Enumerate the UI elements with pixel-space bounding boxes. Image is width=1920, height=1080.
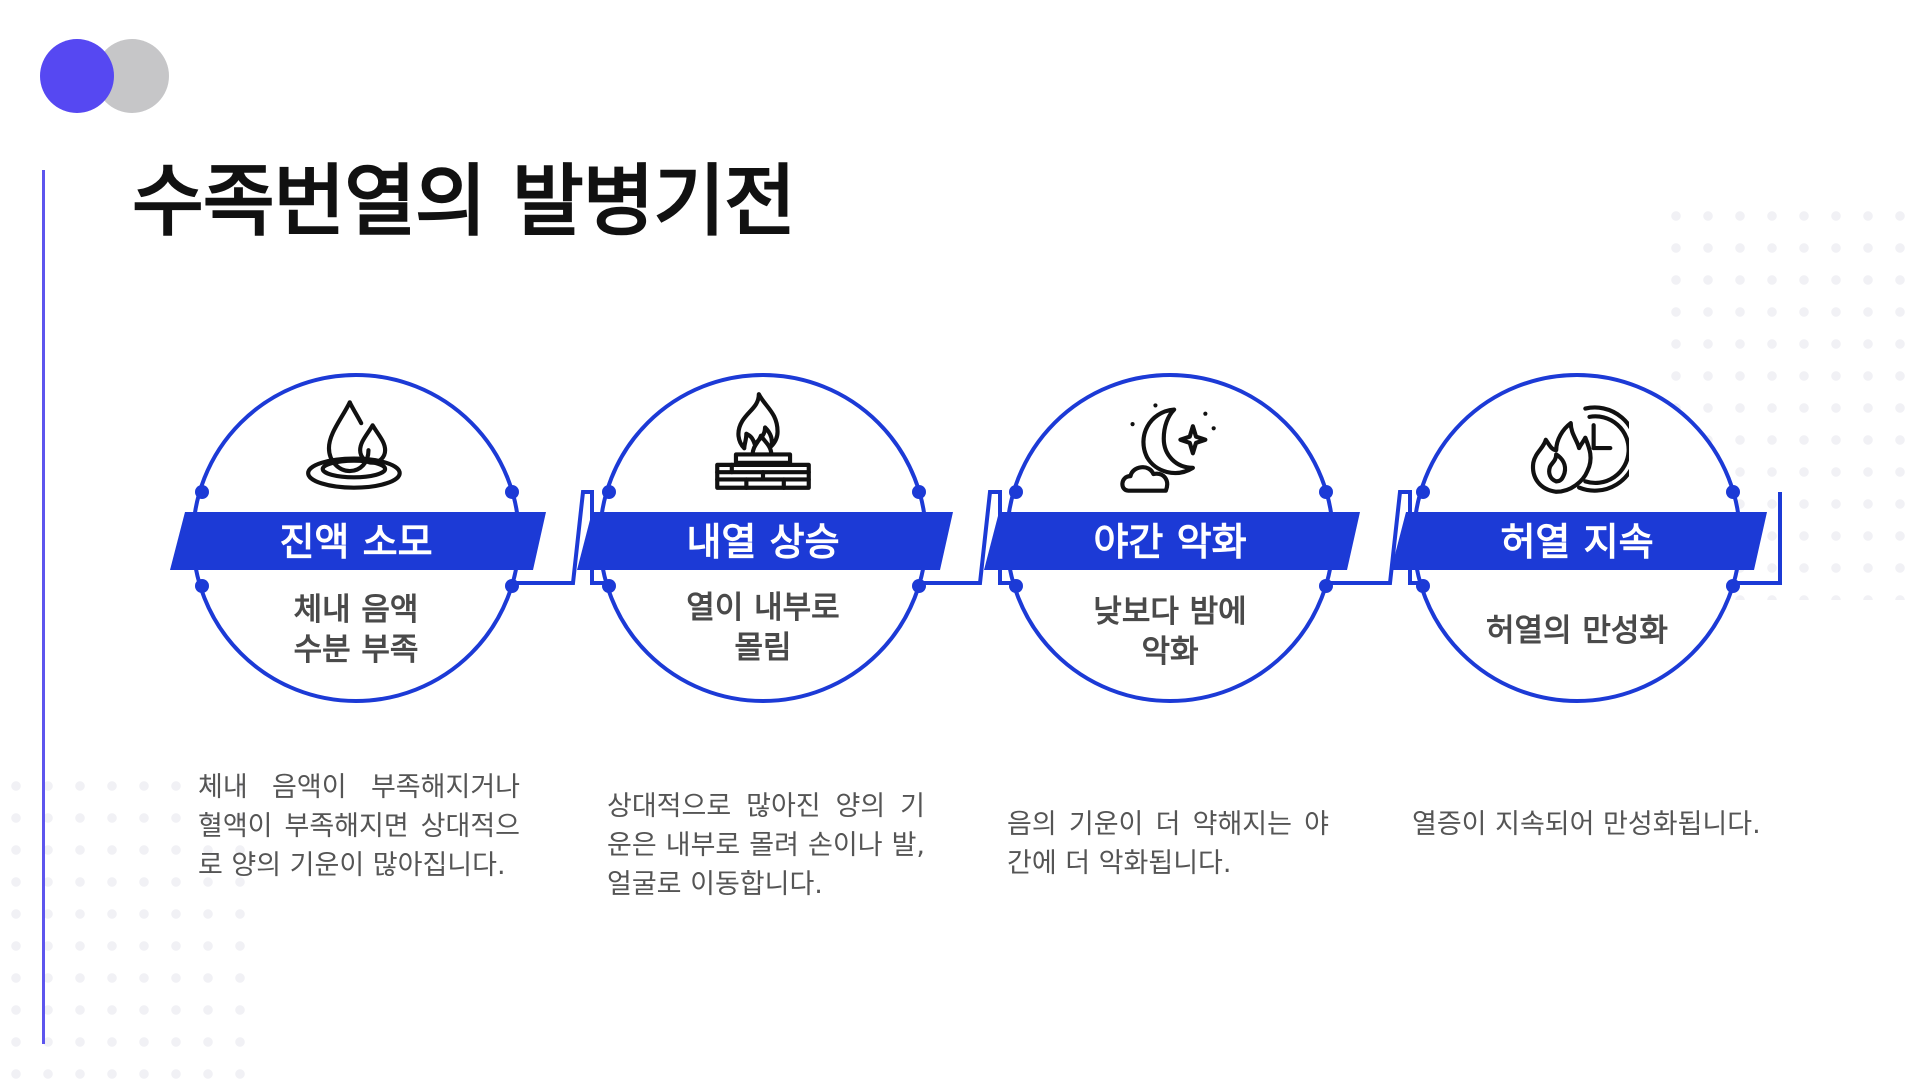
step-3-dot-tr	[1319, 485, 1333, 499]
step-1-shape	[170, 373, 546, 703]
step-4-dot-bl	[1416, 579, 1430, 593]
step-2-dot-br	[912, 579, 926, 593]
step-2-banner	[577, 512, 953, 570]
step-3-banner	[984, 512, 1360, 570]
step-4-dot-br	[1726, 579, 1740, 593]
fire-clock-icon	[1530, 405, 1629, 494]
step-4-banner	[1391, 512, 1767, 570]
step-1-description: 체내 음액이 부족해지거나 혈액이 부족해지면 상대적으로 양의 기운이 많아집…	[198, 772, 520, 881]
step-1-dot-tl	[195, 485, 209, 499]
step-3-shape	[984, 373, 1360, 703]
step-2-shape	[577, 373, 953, 703]
step-3-dot-br	[1319, 579, 1333, 593]
step-3-label: 야간 악화	[1093, 520, 1247, 564]
step-3-description: 음의 기운이 더 약해지는 야간에 더 악화됩니다.	[1007, 809, 1329, 879]
step-2-label: 내열 상승	[686, 520, 840, 564]
step-2-dot-tl	[602, 485, 616, 499]
moon-night-icon	[1120, 403, 1216, 493]
step-1-dot-bl	[195, 579, 209, 593]
step-2-description: 상대적으로 많아진 양의 기운은 내부로 몰려 손이나 발, 얼굴로 이동합니다…	[607, 791, 925, 900]
step-4-shape	[1391, 373, 1767, 703]
fire-icon	[715, 392, 811, 490]
step-4-dot-tl	[1416, 485, 1430, 499]
step-1-dot-br	[505, 579, 519, 593]
step-3-dot-bl	[1009, 579, 1023, 593]
step-3-summary: 낮보다 밤에 악화	[1093, 594, 1247, 670]
logo-circle-blue	[40, 39, 114, 113]
water-drop-icon	[306, 400, 402, 490]
step-1-label: 진액 소모	[279, 520, 433, 564]
step-4-description: 열증이 지속되어 만성화됩니다.	[1412, 809, 1761, 840]
step-1-dot-tr	[505, 485, 519, 499]
step-4-summary: 허열의 만성화	[1486, 613, 1668, 649]
left-accent-line	[42, 170, 45, 1044]
step-2-dot-bl	[602, 579, 616, 593]
page-title: 수족번열의 발병기전	[132, 157, 796, 247]
step-1-banner	[170, 512, 546, 570]
step-1-summary: 체내 음액 수분 부족	[293, 592, 419, 668]
step-3-dot-tl	[1009, 485, 1023, 499]
step-4-label: 허열 지속	[1500, 520, 1654, 564]
step-2-dot-tr	[912, 485, 926, 499]
step-2-summary: 열이 내부로 몰림	[686, 590, 840, 666]
step-4-dot-tr	[1726, 485, 1740, 499]
